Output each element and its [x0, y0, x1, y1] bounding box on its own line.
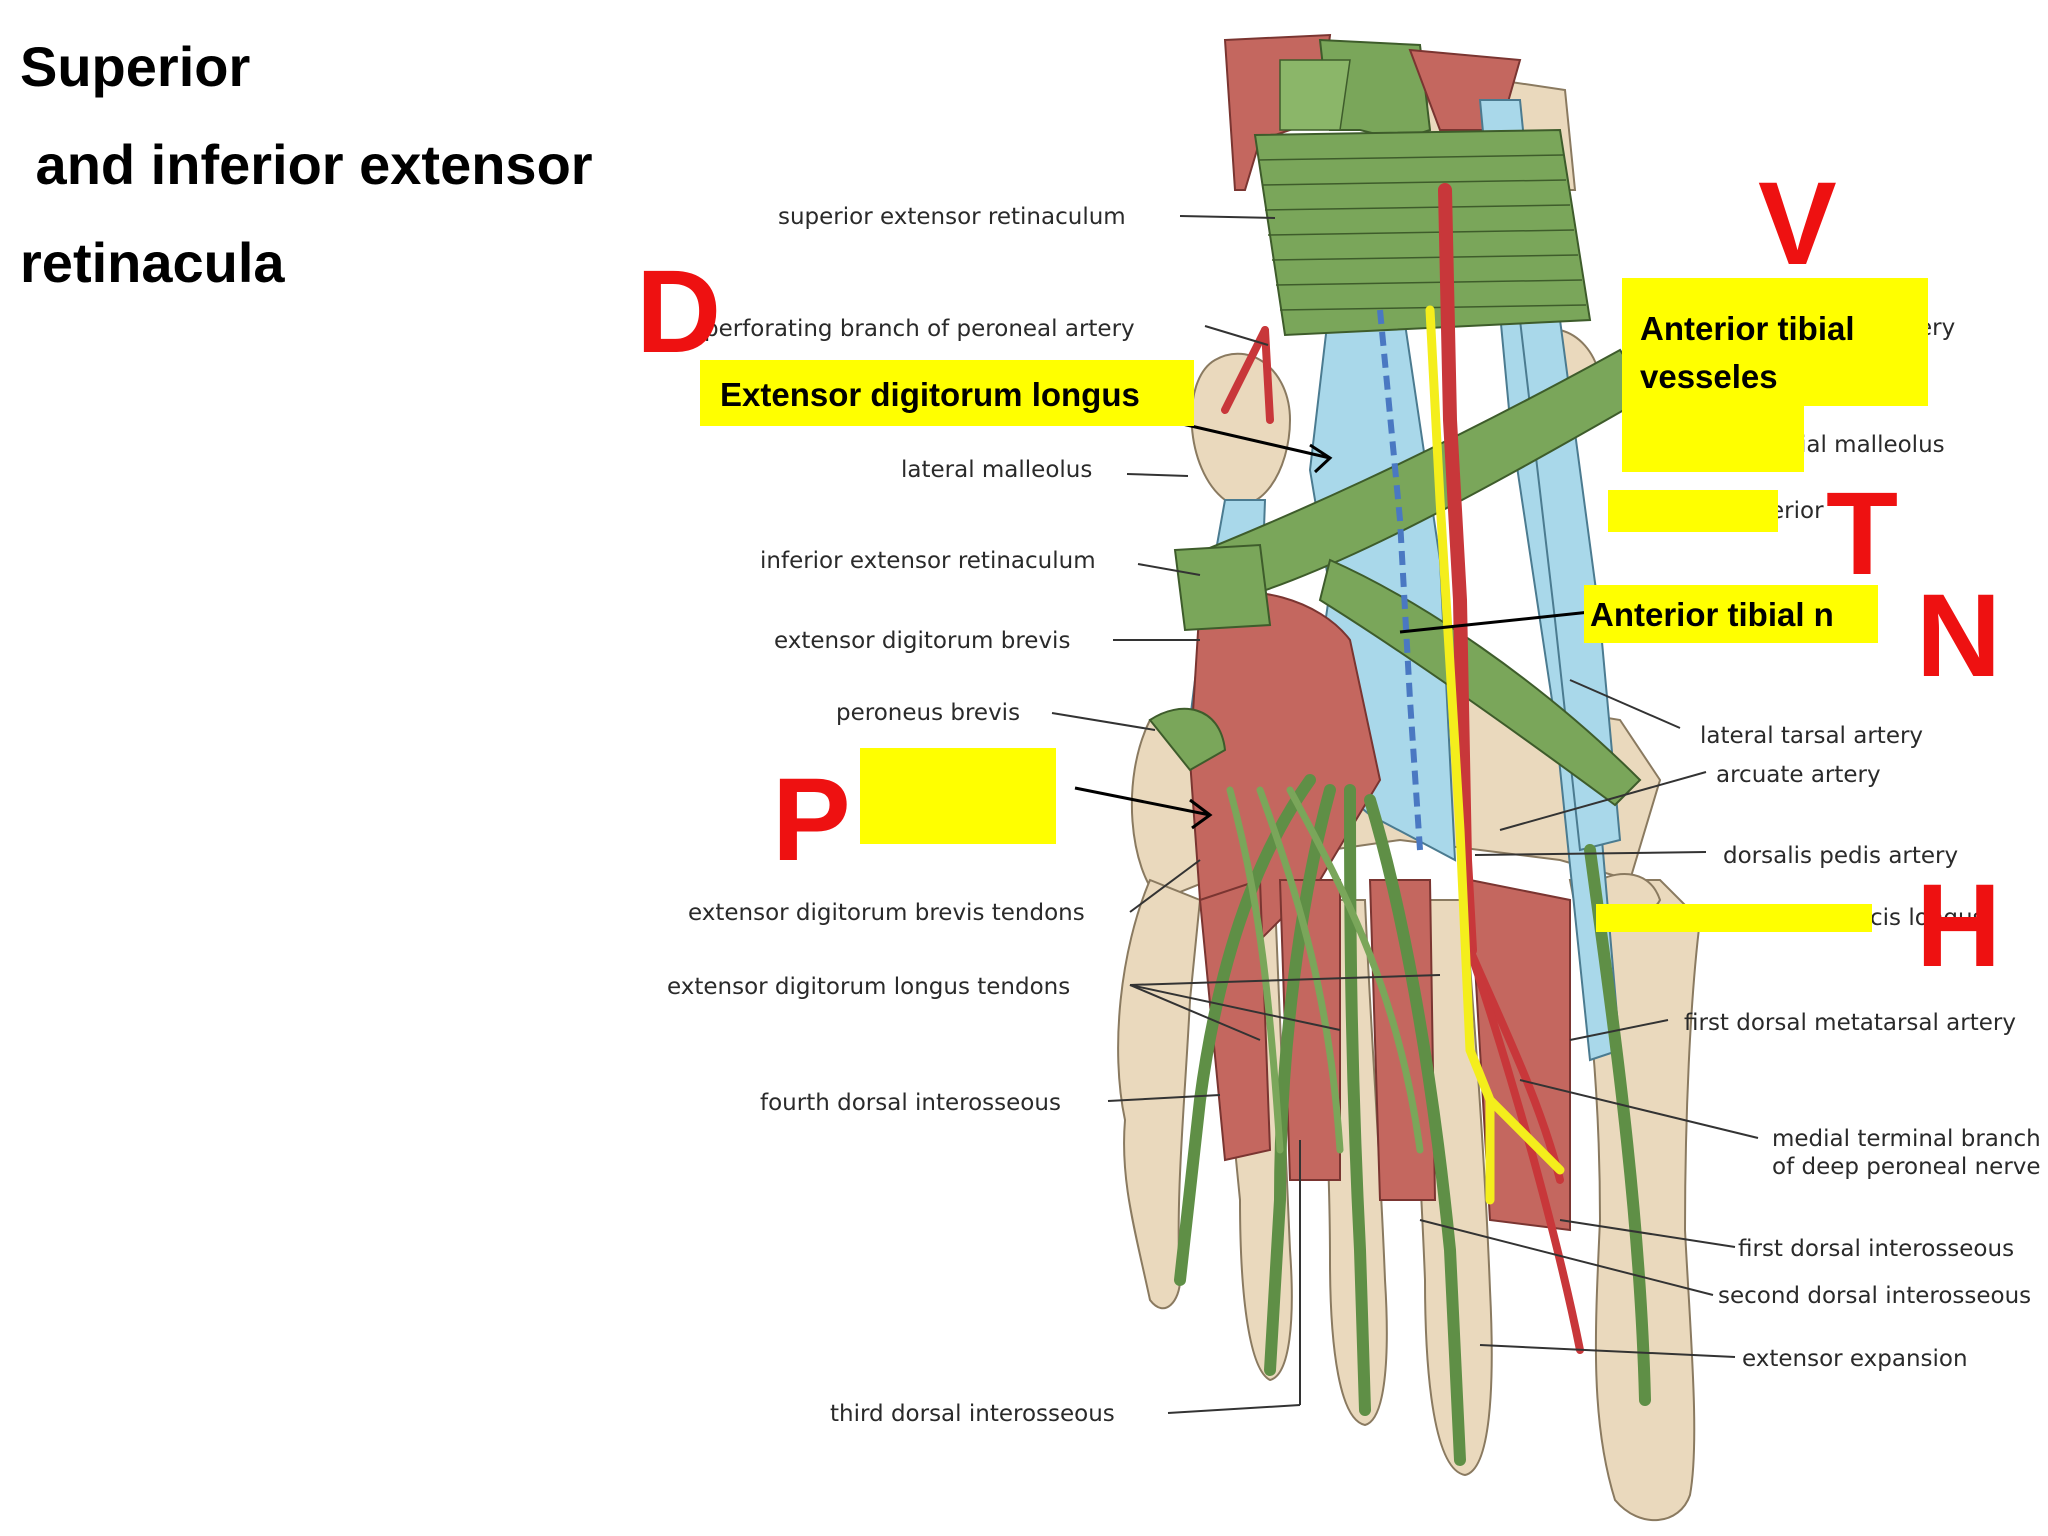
highlight-under-vessels	[1622, 380, 1804, 472]
label-medial-terminal-branch-2: of deep peroneal nerve	[1772, 1154, 2041, 1180]
perforating-branch-path	[1221, 326, 1269, 414]
letter-p: P	[772, 754, 851, 886]
title-line-2: and inferior extensor	[20, 133, 593, 196]
label-perforating-branch: perforating branch of peroneal artery	[704, 316, 1135, 342]
label-medial-terminal-branch-1: medial terminal branch	[1772, 1126, 2041, 1152]
highlight-text-edl: Extensor digitorum longus	[720, 376, 1140, 413]
leg-muscle-green-2	[1279, 59, 1351, 131]
red-letters: D V T N P H	[636, 158, 2001, 992]
label-superior-extensor-retinaculum: superior extensor retinaculum	[778, 204, 1126, 230]
highlight-p-box	[860, 748, 1056, 844]
letter-t: T	[1826, 468, 1898, 600]
superior-retinaculum-fibers	[1257, 154, 1587, 311]
peroneus-brevis-tendon	[1148, 707, 1227, 772]
edb-tendons	[1226, 786, 1424, 1154]
label-peroneus-brevis: peroneus brevis	[836, 700, 1020, 726]
inferior-retinaculum-stem	[1173, 543, 1272, 632]
inferior-retinaculum-lower-band	[1318, 558, 1642, 807]
highlight-text-anterior-tibial-vessels-2: vesseles	[1640, 358, 1778, 395]
dashed-blue-guideline	[1377, 309, 1423, 851]
label-hallucis-partial: cis longus	[1870, 905, 1985, 931]
highlight-hallucis-cover	[1596, 904, 1872, 932]
slide-title: Superior and inferior extensor retinacul…	[20, 18, 660, 312]
edl-tendon-3	[1344, 784, 1371, 1416]
label-extensor-digitorum-brevis: extensor digitorum brevis	[774, 628, 1070, 654]
label-third-dorsal-interosseous: third dorsal interosseous	[830, 1401, 1115, 1427]
label-arcuate-artery: arcuate artery	[1716, 762, 1881, 788]
label-inferior-extensor-retinaculum: inferior extensor retinaculum	[760, 548, 1096, 574]
title-line-3: retinacula	[20, 231, 285, 294]
label-fourth-dorsal-interosseous: fourth dorsal interosseous	[760, 1090, 1061, 1116]
highlight-text-anterior-tibial-vessels-1: Anterior tibial	[1640, 310, 1855, 347]
label-medial-malleolus-partial: ial malleolus	[1800, 432, 1945, 458]
label-edb-tendons: extensor digitorum brevis tendons	[688, 900, 1085, 926]
fourth-interosseous-muscle	[1198, 878, 1272, 1162]
label-dorsalis-pedis-artery: dorsalis pedis artery	[1723, 843, 1958, 869]
interosseous-muscles	[1198, 878, 1571, 1232]
leader-lines	[1051, 215, 1759, 1414]
leg-muscles	[1223, 33, 1522, 191]
deep-peroneal-nerve	[1425, 305, 1565, 1205]
label-edl-tendons: extensor digitorum longus tendons	[667, 974, 1070, 1000]
label-first-dorsal-interosseous: first dorsal interosseous	[1738, 1236, 2014, 1262]
label-lateral-malleolus: lateral malleolus	[901, 457, 1092, 483]
label-first-dorsal-metatarsal-artery: first dorsal metatarsal artery	[1684, 1010, 2016, 1036]
right-labels: ery ial malleolus erior lateral tarsal a…	[1684, 315, 2041, 1372]
letter-v: V	[1758, 158, 1837, 290]
edl-tendon-5	[1174, 774, 1316, 1286]
label-extensor-expansion: extensor expansion	[1742, 1346, 1968, 1372]
slide-arrows	[1074, 403, 1591, 830]
anterior-tibial-n-arrow	[1399, 610, 1591, 634]
highlight-text-anterior-tibial-n: Anterior tibial n	[1590, 596, 1834, 633]
highlight-anterior-tibial-n	[1584, 585, 1878, 643]
label-erior-partial: erior	[1770, 498, 1824, 524]
letter-n: N	[1916, 570, 2001, 702]
edl-tendon-2	[1364, 794, 1466, 1466]
label-second-dorsal-interosseous: second dorsal interosseous	[1718, 1283, 2031, 1309]
letter-d: D	[636, 246, 721, 378]
letter-h: H	[1916, 860, 2001, 992]
yellow-highlights	[700, 278, 1928, 932]
artery-branches	[1221, 326, 1584, 1354]
title-line-1: Superior	[20, 35, 251, 98]
p-arrow	[1074, 786, 1213, 830]
superior-extensor-retinaculum	[1253, 128, 1592, 337]
arcuate-branch-path	[1466, 946, 1584, 1354]
highlight-edl	[700, 360, 1194, 426]
highlight-erior-cover	[1608, 490, 1778, 532]
label-lateral-tarsal-artery: lateral tarsal artery	[1700, 723, 1923, 749]
left-labels: superior extensor retinaculum perforatin…	[667, 204, 1135, 1427]
